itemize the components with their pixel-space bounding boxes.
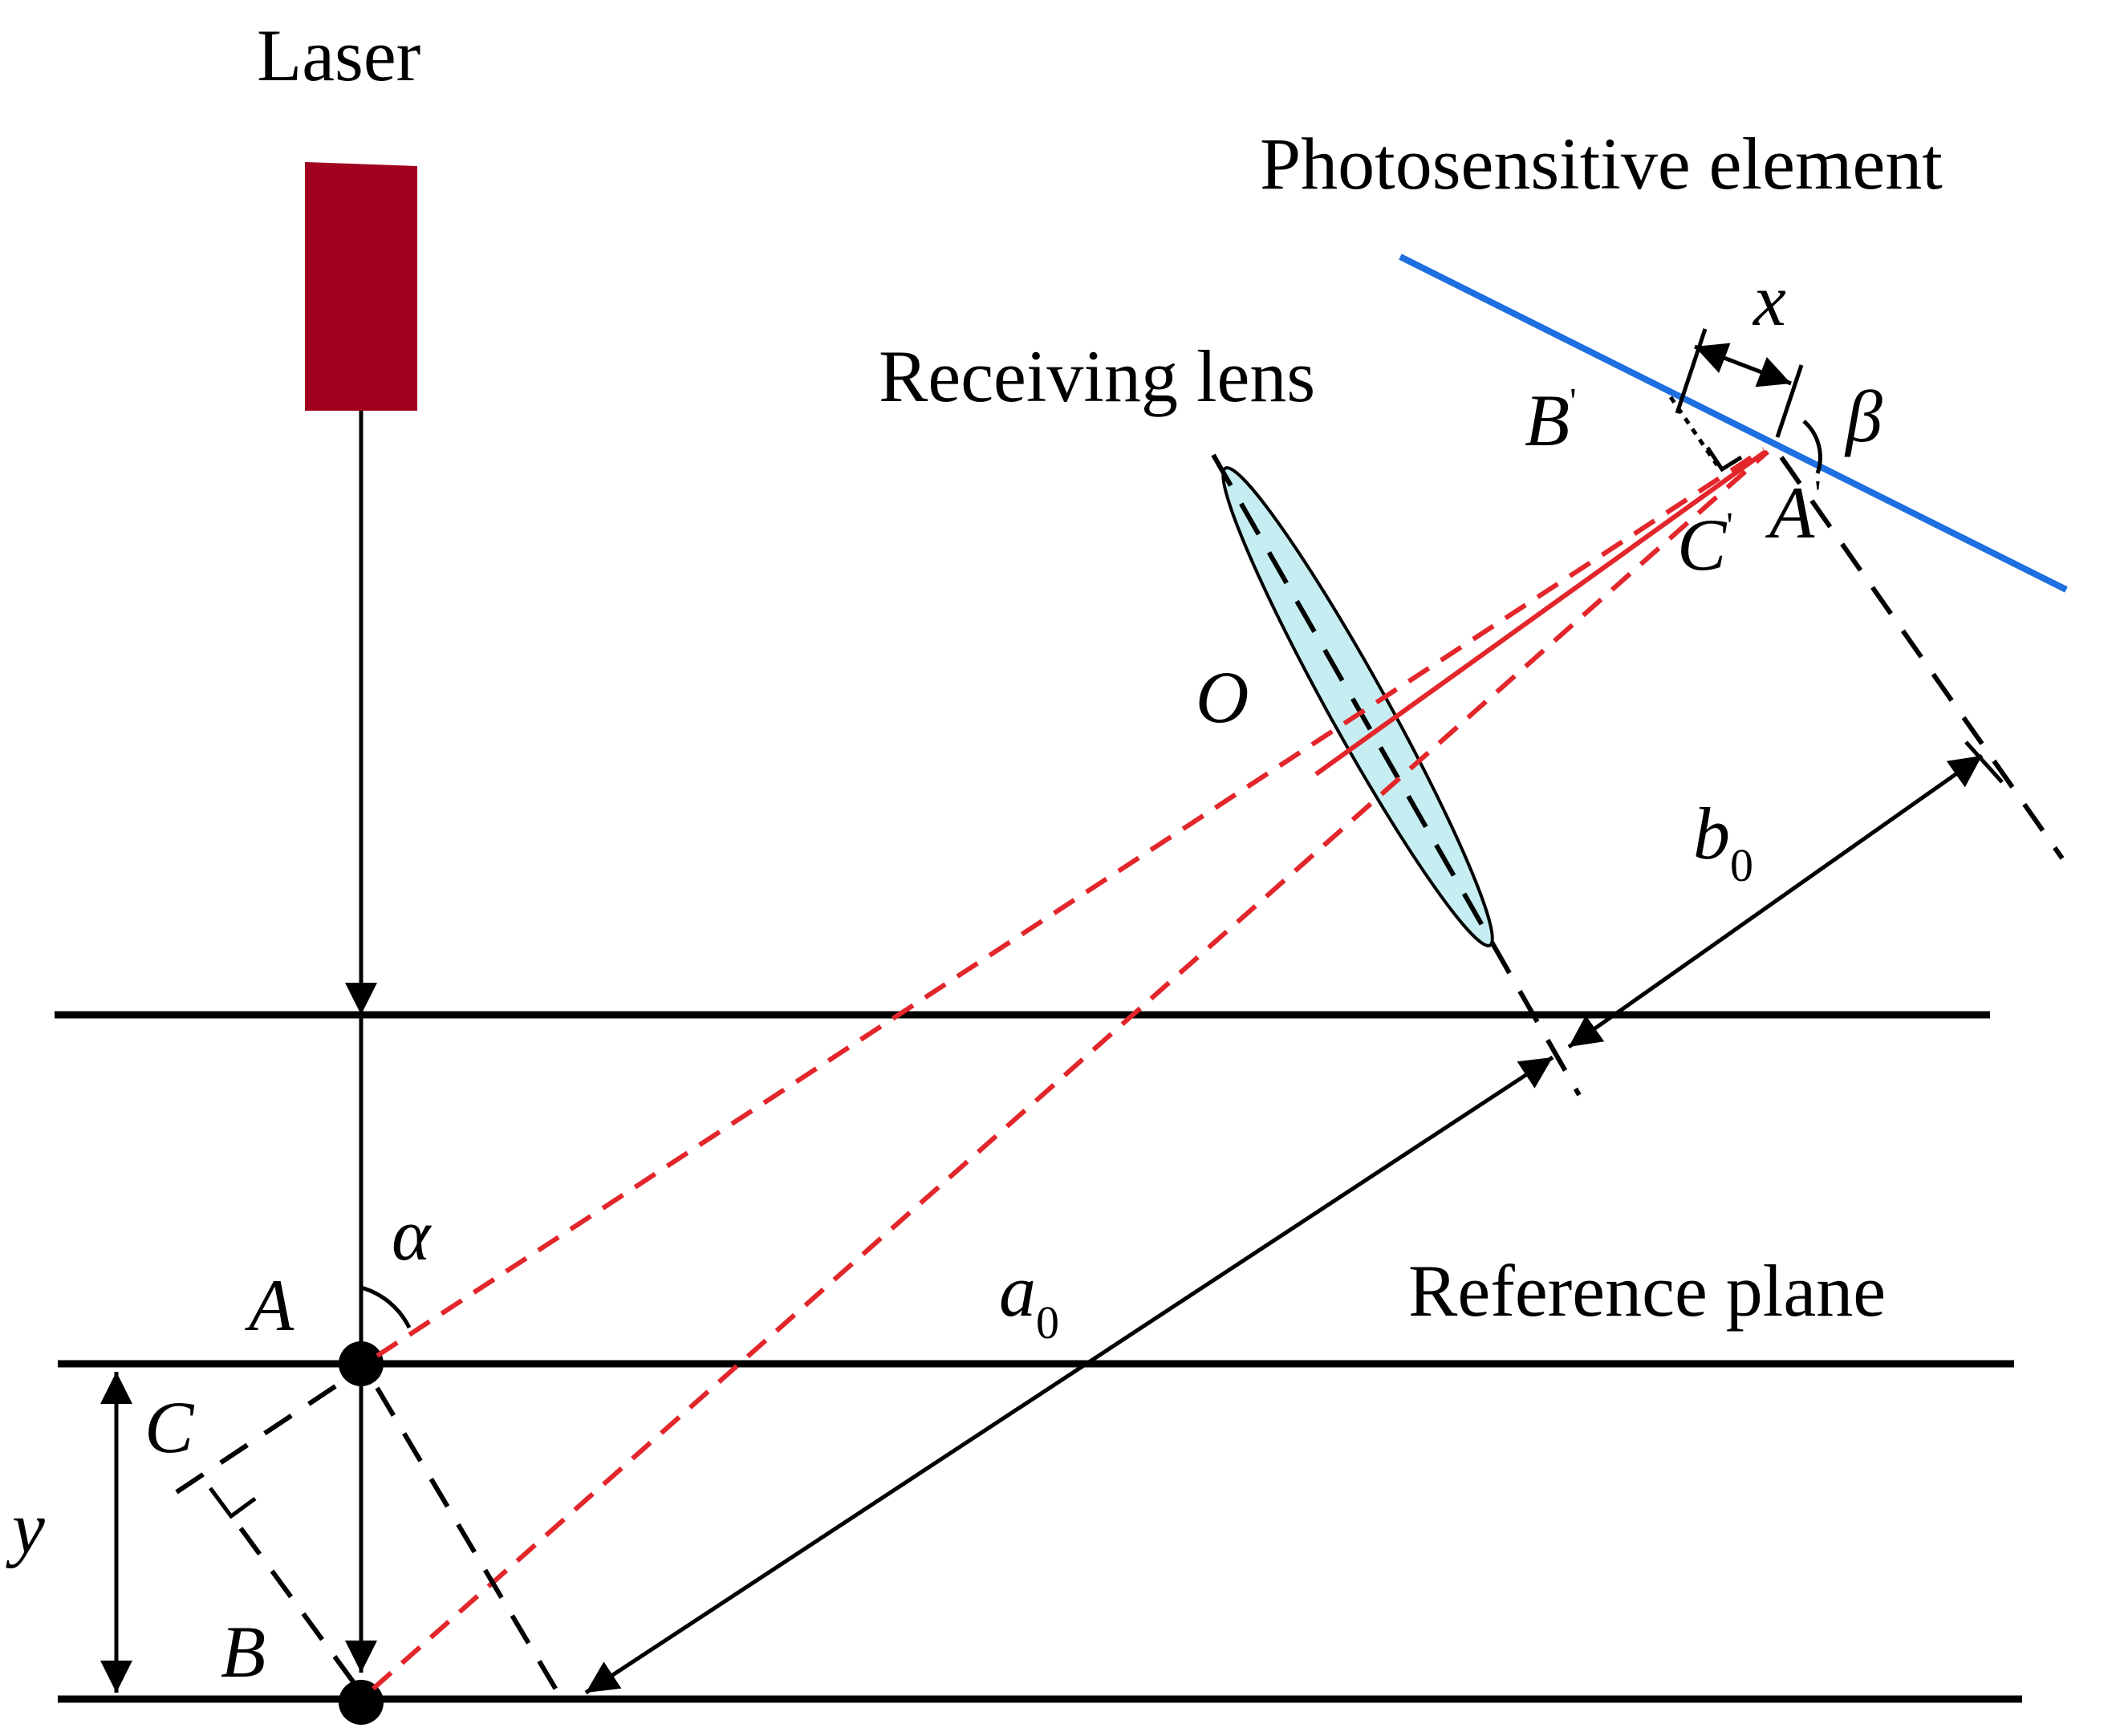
- ray-from-a: [376, 447, 1765, 1358]
- beta-arc: [1802, 420, 1822, 474]
- b0-symbol: b0: [1693, 793, 1753, 891]
- ray-from-b: [372, 449, 1769, 1691]
- laser-label: Laser: [257, 14, 420, 96]
- a0-dimension: [584, 1055, 1554, 1695]
- c-symbol: C: [144, 1386, 195, 1468]
- dash-cb: [238, 1527, 363, 1694]
- receiving-lens-label: Receiving lens: [879, 335, 1315, 417]
- c-prime-symbol: C': [1677, 504, 1733, 586]
- b-prime-symbol: B': [1525, 379, 1577, 461]
- ray-image-a: [1314, 449, 1767, 777]
- b-symbol: B: [221, 1611, 266, 1693]
- dash-a0-foot: [375, 1386, 564, 1701]
- x-dimension: [1694, 343, 1792, 387]
- right-angle-c: [208, 1487, 257, 1519]
- right-angle-c-prime: [1705, 446, 1743, 473]
- a0-symbol: a0: [999, 1250, 1059, 1349]
- reference-plane-label: Reference plane: [1408, 1250, 1886, 1332]
- point-b: [339, 1680, 384, 1725]
- a-prime-symbol: A': [1765, 472, 1822, 554]
- dash-sensor-normal: [1779, 456, 2065, 860]
- b0-tick: [1964, 740, 2004, 784]
- photosensitive-element-label: Photosensitive element: [1260, 123, 1943, 205]
- alpha-arc: [360, 1285, 412, 1329]
- a-symbol: A: [244, 1264, 294, 1346]
- y-symbol: y: [6, 1487, 45, 1568]
- beta-symbol: β: [1844, 375, 1882, 457]
- x-symbol: x: [1752, 259, 1786, 341]
- x-ext-left: [1675, 328, 1708, 414]
- x-ext-right: [1775, 364, 1804, 438]
- alpha-symbol: α: [392, 1194, 432, 1276]
- b0-dimension: [1567, 753, 1984, 1049]
- lens-axis: [1211, 453, 1582, 1097]
- dash-perp-c: [175, 1361, 371, 1495]
- photosensitive-line: [1399, 254, 2068, 593]
- o-symbol: O: [1196, 656, 1249, 738]
- laser-body: [305, 162, 417, 411]
- point-a: [339, 1341, 384, 1386]
